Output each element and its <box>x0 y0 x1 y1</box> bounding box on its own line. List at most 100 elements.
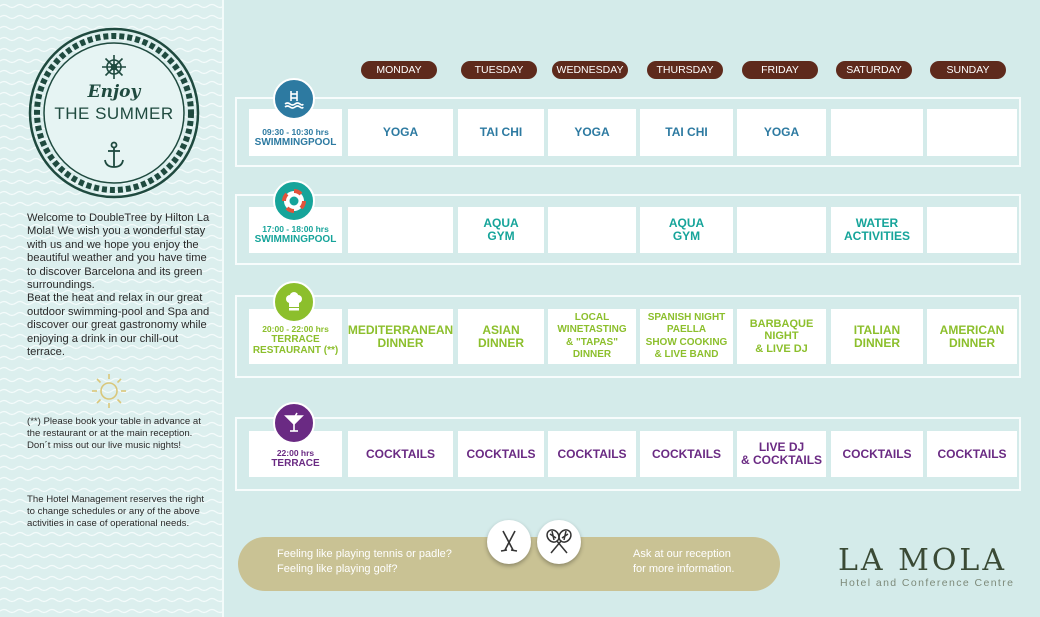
reception-line-1: Ask at our reception <box>633 548 731 560</box>
activity-line: & COCKTAILS <box>740 453 823 467</box>
activity-cell-friday <box>737 207 826 253</box>
activity-text: YOGA <box>383 126 418 139</box>
activity-line: SHOW COOKING <box>645 336 728 348</box>
activity-line: TAI CHI <box>665 125 708 139</box>
activity-text: LIVE DJ& COCKTAILS <box>741 441 822 467</box>
day-header-thursday: THURSDAY <box>647 61 723 79</box>
day-header-friday: FRIDAY <box>742 61 818 79</box>
activity-line: AQUA <box>668 216 705 230</box>
schedule-row-frame <box>235 417 1021 491</box>
anchor-icon <box>104 141 124 168</box>
welcome-paragraph: Welcome to DoubleTree by Hilton La Mola!… <box>27 212 210 292</box>
activity-line: SPANISH NIGHT <box>647 312 726 324</box>
activity-line: COCKTAILS <box>842 446 912 461</box>
activity-text: COCKTAILS <box>842 446 912 461</box>
activity-text: COCKTAILS <box>937 446 1007 461</box>
activity-line: DINNER <box>477 335 524 350</box>
activity-cell-thursday: TAI CHI <box>640 109 733 156</box>
booking-note: (**) Please book your table in advance a… <box>27 416 201 451</box>
row-time: 22:00 hrs <box>276 448 315 458</box>
activity-text: COCKTAILS <box>557 447 626 461</box>
activity-line: YOGA <box>763 125 800 139</box>
sports-question: Feeling like playing tennis or padle? Fe… <box>277 547 477 577</box>
day-header-sunday: SUNDAY <box>930 61 1006 79</box>
activity-cell-tuesday: COCKTAILS <box>458 431 544 477</box>
activity-cell-friday: YOGA <box>737 109 826 156</box>
sports-line-golf: Feeling like playing golf? <box>277 563 398 575</box>
golf-clubs-icon <box>487 520 531 564</box>
activity-line: COCKTAILS <box>937 446 1007 461</box>
activity-cell-saturday: COCKTAILS <box>831 431 923 477</box>
activity-line: WINETASTING <box>557 324 627 336</box>
activity-line: ACTIVITIES <box>843 229 910 243</box>
activity-line: NIGHT <box>764 330 799 343</box>
reception-line-2: for more information. <box>633 563 735 575</box>
activity-cell-wednesday <box>548 207 636 253</box>
activity-cell-tuesday: TAI CHI <box>458 109 544 156</box>
management-note: The Hotel Management reserves the right … <box>27 494 205 529</box>
row-place: SWIMMINGPOOL <box>254 234 337 245</box>
activity-cell-monday: YOGA <box>348 109 453 156</box>
activity-line: & LIVE BAND <box>654 348 719 360</box>
cocktail-icon <box>273 402 315 444</box>
sun-icon <box>92 374 126 408</box>
activity-text: COCKTAILS <box>366 447 435 461</box>
activity-line: DINNER <box>853 335 900 350</box>
enjoy-summer-badge <box>28 27 200 199</box>
activity-line: YOGA <box>574 125 610 139</box>
row-place-extra: RESTAURANT (**) <box>252 345 339 356</box>
reception-info: Ask at our reception for more informatio… <box>633 547 773 577</box>
activity-line: DINNER <box>948 335 995 350</box>
activity-text: TAI CHI <box>480 126 522 139</box>
relax-paragraph: Beat the heat and relax in our great out… <box>27 292 210 359</box>
activity-cell-thursday: COCKTAILS <box>640 431 733 477</box>
activity-line: COCKTAILS <box>466 446 536 461</box>
activity-line: ITALIAN <box>853 322 901 337</box>
activity-line: GYM <box>672 229 701 243</box>
schedule-row-frame <box>235 97 1021 167</box>
activity-cell-friday: LIVE DJ& COCKTAILS <box>737 431 826 477</box>
activity-line: LIVE DJ <box>758 440 805 454</box>
activity-line: PAELLA <box>666 324 707 336</box>
activity-line: AQUA <box>483 216 519 230</box>
badge-summer: THE SUMMER <box>54 104 174 123</box>
activity-line: YOGA <box>382 125 419 139</box>
activity-cell-saturday <box>831 109 923 156</box>
welcome-text: Welcome to DoubleTree by Hilton La Mola!… <box>27 212 219 359</box>
badge-enjoy: Enjoy <box>87 82 141 102</box>
row-time: 09:30 - 10:30 hrs <box>262 127 329 137</box>
activity-cell-wednesday: COCKTAILS <box>548 431 636 477</box>
activity-text: YOGA <box>574 126 609 139</box>
chef-hat-icon <box>273 281 315 323</box>
activity-line: & LIVE DJ <box>755 342 808 355</box>
activity-line: DINNER <box>377 335 424 350</box>
activity-cell-wednesday: YOGA <box>548 109 636 156</box>
day-header-wednesday: WEDNESDAY <box>552 61 628 79</box>
brand-logo-name: LA MOLA <box>838 543 1008 578</box>
activity-line: COCKTAILS <box>651 446 722 461</box>
tennis-rackets-icon <box>537 520 581 564</box>
day-header-monday: MONDAY <box>361 61 437 79</box>
swimming-pool-icon <box>273 78 315 120</box>
sports-line-tennis: Feeling like playing tennis or padle? <box>277 548 452 560</box>
activity-line: AMERICAN <box>939 322 1005 337</box>
activity-cell-sunday: COCKTAILS <box>927 431 1017 477</box>
brand-subtitle: Hotel and Conference Centre <box>840 577 1015 589</box>
